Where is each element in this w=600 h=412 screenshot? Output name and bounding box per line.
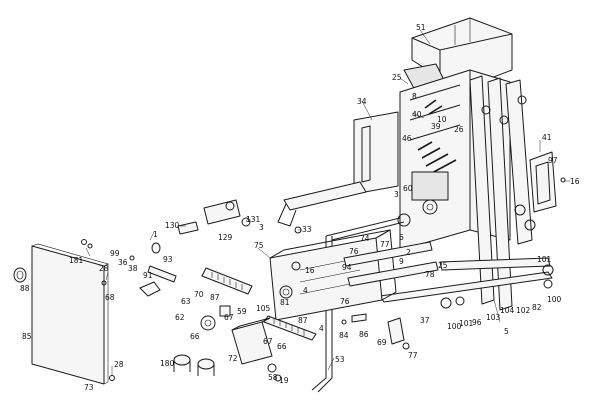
callout-label: 58 (268, 373, 278, 382)
callout-label: 88 (20, 284, 30, 293)
callout-label: 101 (537, 255, 552, 264)
callout-label: 99 (110, 249, 120, 258)
callout-label: 51 (416, 23, 426, 32)
callout-label: 34 (357, 97, 367, 106)
inlet-fittings (177, 199, 241, 235)
callout-label: 72 (228, 354, 238, 363)
callout-label: 100 (447, 322, 462, 331)
callout-label: 87 (210, 293, 220, 302)
bottom-rail (379, 257, 554, 309)
front-cover-panel (31, 243, 109, 385)
insulation-panel (353, 111, 399, 195)
callout-label: 100 (547, 295, 562, 304)
callout-label: 102 (516, 306, 531, 315)
injector-bar (201, 267, 317, 341)
callout-label: 53 (335, 355, 345, 364)
callout-label: 1 (153, 230, 158, 239)
callout-label: 86 (359, 330, 369, 339)
callout-label: 180 (160, 359, 175, 368)
callout-label: 103 (486, 313, 501, 322)
mounting-brackets (139, 265, 177, 297)
callout-label: 38 (128, 264, 138, 273)
callout-label: 28 (114, 360, 124, 369)
callout-label: 16 (570, 177, 580, 186)
callout-label: 81 (280, 298, 290, 307)
callout-label: 37 (420, 316, 430, 325)
callout-label: 67 (224, 313, 234, 322)
callout-label: 10 (437, 115, 447, 124)
lower-fittings (267, 313, 410, 382)
callout-label: 82 (532, 303, 542, 312)
heat-exchanger-column (469, 75, 536, 311)
callout-label: 77 (408, 351, 418, 360)
callout-label: 26 (454, 125, 464, 134)
callout-label: 63 (181, 297, 191, 306)
side-bracket (529, 151, 566, 213)
callout-label: 70 (194, 290, 204, 299)
callout-label: 66 (277, 342, 287, 351)
callout-label: 40 (412, 110, 422, 119)
callout-label: 131 (246, 215, 261, 224)
callout-label: 105 (256, 304, 271, 313)
callout-label: 28 (99, 264, 109, 273)
callout-label: 91 (143, 271, 153, 280)
callout-label: 129 (218, 233, 233, 242)
callout-label: 25 (392, 73, 402, 82)
callout-label: 76 (349, 247, 359, 256)
callout-label: 33 (302, 225, 312, 234)
callout-label: 19 (279, 376, 289, 385)
callout-label: 84 (339, 331, 349, 340)
callout-label: 36 (118, 258, 128, 267)
callout-label: 6 (399, 233, 404, 242)
callout-label: 39 (431, 122, 441, 131)
callout-label: 68 (105, 293, 115, 302)
callout-label: 46 (402, 134, 412, 143)
callout-label: 93 (163, 255, 173, 264)
callout-label: 41 (542, 133, 552, 142)
leader-lines (85, 29, 570, 376)
callout-label: 69 (377, 338, 387, 347)
callout-label: 76 (340, 297, 350, 306)
callout-label: 77 (380, 240, 390, 249)
callout-label: 97 (548, 156, 558, 165)
callout-label: 4 (303, 286, 308, 295)
callout-label: 73 (84, 383, 94, 392)
callout-label: 101 (459, 319, 474, 328)
callout-label: 16 (305, 266, 315, 275)
knob (13, 267, 27, 283)
callout-label: 75 (254, 241, 264, 250)
callout-label: 67 (263, 337, 273, 346)
callout-label: 181 (69, 256, 84, 265)
callout-label: 4 (319, 324, 324, 333)
callout-labels: 51 25 8 40 10 39 26 34 46 41 97 16 3 60 … (20, 23, 580, 392)
deflector-plate (277, 181, 367, 227)
callout-label: 74 (360, 234, 370, 243)
callout-label: 2 (406, 248, 411, 257)
callout-label: 85 (22, 332, 32, 341)
callout-label: 62 (175, 313, 185, 322)
burner-manifold (343, 241, 439, 287)
callout-label: 8 (412, 92, 417, 101)
callout-label: 66 (190, 332, 200, 341)
sensor-cups (173, 354, 215, 376)
callout-label: 78 (425, 270, 435, 279)
callout-label: 104 (500, 306, 515, 315)
callout-label: 60 (403, 184, 413, 193)
callout-label: 130 (165, 221, 180, 230)
callout-label: 96 (472, 318, 482, 327)
callout-label: 3 (259, 223, 264, 232)
callout-label: 59 (237, 307, 247, 316)
callout-label: 87 (298, 316, 308, 325)
callout-label: 9 (399, 257, 404, 266)
callout-label: 94 (342, 263, 352, 272)
callout-label: 5 (504, 327, 509, 336)
callout-label: 3 (394, 190, 399, 199)
ignition-module (200, 305, 273, 365)
callout-label: 25 (438, 261, 448, 270)
